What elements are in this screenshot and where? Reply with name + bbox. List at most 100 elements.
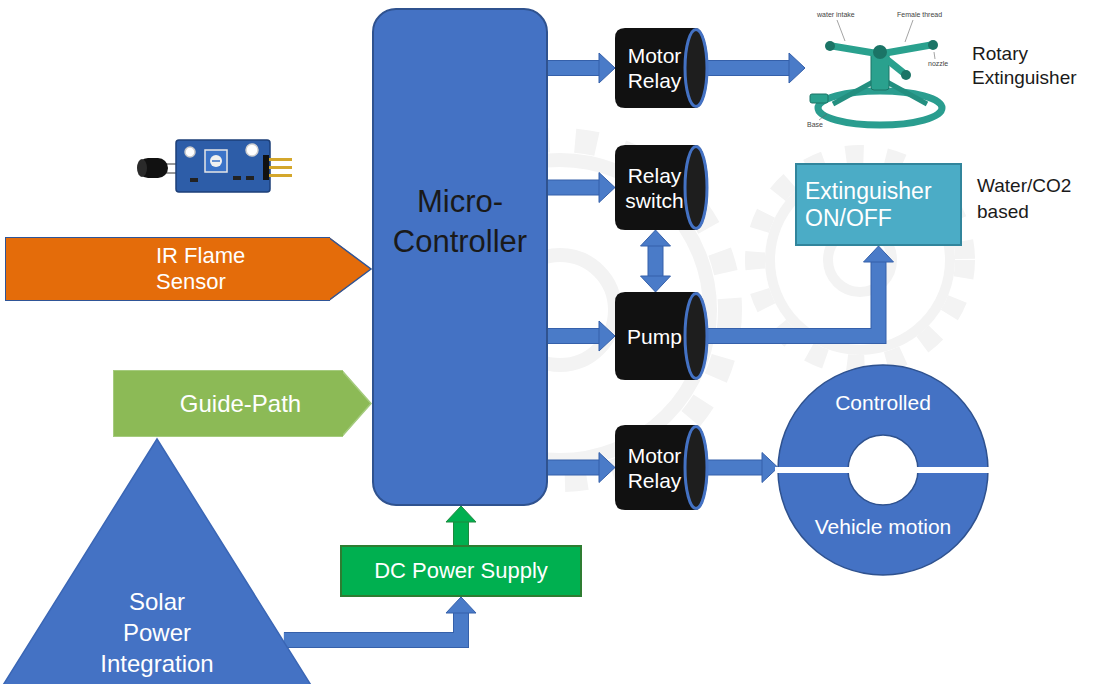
relay-label: Motor Relay — [619, 443, 690, 493]
arrow-head — [446, 597, 476, 613]
block-arrow — [548, 321, 615, 351]
block-arrow — [708, 246, 894, 336]
ring-label: Controlled — [778, 391, 988, 415]
block-arrow — [446, 506, 476, 545]
triangle-shape — [0, 439, 314, 684]
relay-label: Relay switch — [619, 163, 690, 213]
arrow-shaft — [284, 612, 461, 640]
arrow-head — [599, 321, 615, 351]
part-label: Female thread — [897, 11, 942, 19]
sprinkler-arm — [832, 46, 880, 54]
arrow-shaft-outline — [708, 460, 763, 476]
extinguisher-label: Extinguisher ON/OFF — [805, 178, 954, 232]
arrow-head — [599, 453, 615, 483]
arrow-shaft — [548, 461, 600, 475]
sprinkler-caption: Rotary Extinguisher — [972, 42, 1087, 90]
arrow-head — [641, 230, 671, 246]
solar-triangle-outline — [0, 438, 314, 684]
leader-line — [837, 20, 845, 41]
arrow-shaft — [548, 181, 600, 195]
arrow-shaft-outline — [648, 245, 664, 277]
leader-line — [905, 20, 913, 42]
extinguisher-box: Extinguisher ON/OFFWater/CO2 based — [795, 163, 962, 246]
arrow-shaft — [649, 245, 663, 277]
solar-label: Solar Power Integration — [95, 586, 219, 679]
cylinder-body — [615, 145, 708, 230]
arrow-shaft — [708, 461, 763, 475]
pump-label: Pump — [627, 324, 682, 349]
cylinder-end — [685, 294, 707, 379]
solar-triangle: Solar Power Integration — [0, 438, 314, 684]
relay-label: Motor Relay — [619, 43, 690, 93]
arrow-shaft — [454, 521, 468, 545]
water-intake — [810, 94, 828, 103]
sprinkler-arm — [880, 45, 931, 54]
arrow-shaft-outline — [548, 328, 600, 344]
arrow-head — [641, 276, 671, 292]
arrow-shaft-outline — [708, 261, 879, 336]
cylinder-end — [685, 427, 707, 509]
power-label: DC Power Supply — [374, 558, 548, 584]
cylinder-body — [615, 425, 708, 510]
leader-line — [934, 52, 935, 59]
path-label: Guide-Path — [180, 390, 301, 418]
relay-cylinder: Motor Relay — [615, 425, 708, 510]
block-arrow — [548, 53, 615, 83]
cylinder-end — [685, 147, 707, 229]
block-arrow — [708, 53, 805, 83]
input-arrow-box: Guide-Path — [113, 370, 343, 437]
sprinkler-nozzle — [825, 41, 835, 51]
block-arrow — [641, 230, 671, 292]
relay-cylinder: Relay switch — [615, 145, 708, 230]
arrow-head — [599, 53, 615, 83]
relay-cylinder-outline — [615, 425, 708, 510]
arrow-shaft-outline — [548, 60, 600, 76]
rotary-sprinkler: Rotary Extinguisherwater intakeFemale th… — [805, 8, 955, 133]
sprinkler-base — [818, 91, 942, 125]
leader-line — [819, 114, 827, 120]
arrow-shaft — [708, 61, 790, 75]
relay-cylinder-outline — [615, 145, 708, 230]
arrow-shaft-outline — [548, 180, 600, 196]
arrow-head — [864, 246, 894, 262]
ir-sensor-module — [137, 140, 292, 192]
arrow-pointer — [329, 237, 371, 301]
relay-cylinder-outline — [615, 28, 708, 108]
relay-cylinder: Motor Relay — [615, 28, 708, 108]
sensor-label: IR Flame Sensor — [156, 243, 278, 295]
pump-cylinder: Pump — [615, 292, 708, 380]
arrow-tip-outline — [329, 238, 371, 301]
ring-label: Vehicle motion — [778, 515, 988, 539]
motion-ring: ControlledVehicle motion — [778, 365, 988, 575]
sprinkler-cap — [873, 45, 887, 59]
arrow-shaft-outline — [453, 521, 469, 545]
rotary-sprinkler-outline — [805, 8, 955, 133]
part-label: water intake — [817, 11, 855, 19]
power-box: DC Power Supply — [340, 545, 582, 597]
controller-box: Micro- Controller — [372, 8, 548, 506]
arrow-head — [789, 53, 805, 83]
ring-split — [775, 467, 991, 473]
arrow-head — [599, 173, 615, 203]
block-arrow — [708, 453, 778, 483]
sprinkler-leg — [833, 82, 873, 104]
arrow-pointer — [342, 370, 371, 437]
arrow-tip-outline — [342, 371, 371, 437]
sprinkler-nozzle — [928, 40, 938, 50]
agent-note: Water/CO2 based — [977, 173, 1087, 225]
arrow-shaft — [548, 61, 600, 75]
controller-label: Micro- Controller — [382, 182, 538, 262]
cylinder-body — [615, 292, 708, 380]
input-arrow-box: IR Flame Sensor — [5, 237, 330, 301]
arrow-shaft — [708, 261, 879, 336]
block-arrow — [548, 453, 615, 483]
block-arrow — [284, 597, 476, 640]
part-label: nozzle — [928, 60, 948, 68]
arrow-shaft-outline — [548, 460, 600, 476]
cylinder-end — [685, 30, 707, 107]
arrow-head — [446, 506, 476, 522]
block-arrow — [548, 173, 615, 203]
arrow-shaft-outline — [284, 612, 461, 640]
sprinkler-nozzle — [901, 70, 911, 80]
